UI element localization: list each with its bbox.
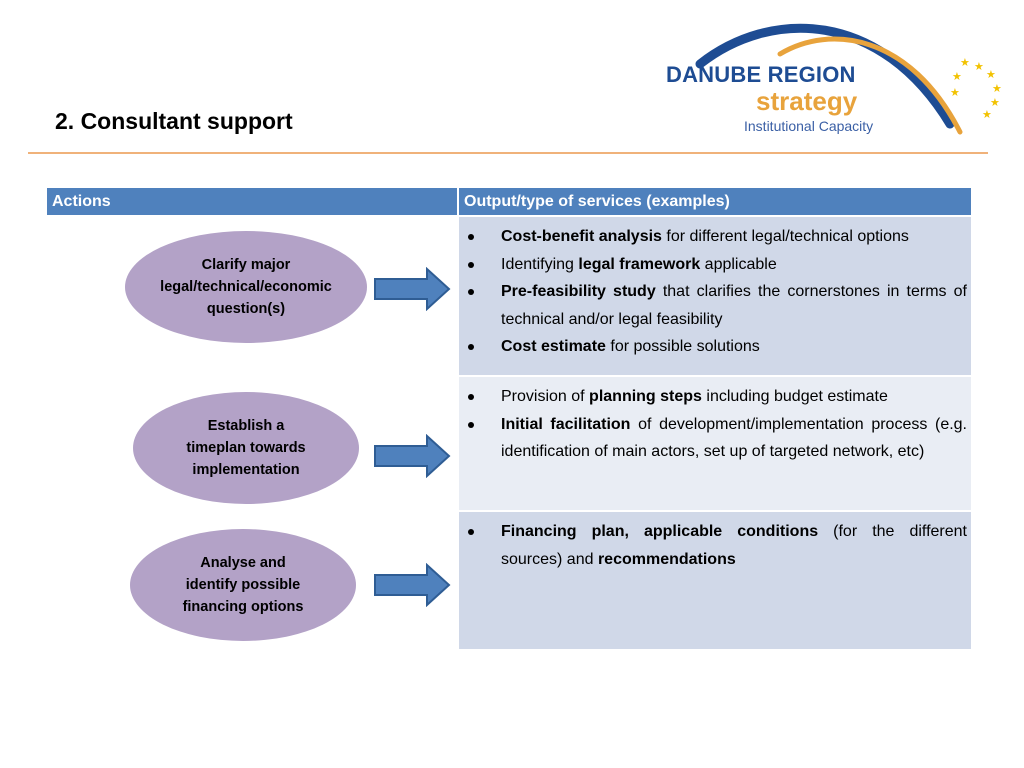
bullet-text: Provision of planning steps including bu… (501, 383, 967, 411)
bullet-text-bold: recommendations (597, 550, 736, 568)
title-divider (28, 152, 988, 154)
bullet-text-bold: Initial facilitation (501, 415, 631, 433)
bullet-text-bold: Cost-benefit analysis (501, 228, 662, 245)
svg-text:★: ★ (990, 96, 1000, 109)
bullet-text: Initial facilitation of development/impl… (501, 411, 967, 466)
header-output: Output/type of services (examples) (459, 188, 971, 215)
bullet-text: Cost estimate for possible solutions (501, 333, 967, 361)
header-actions: Actions (47, 188, 457, 215)
svg-text:★: ★ (974, 60, 984, 73)
bullet-dot-icon (463, 411, 501, 438)
svg-text:★: ★ (960, 56, 970, 69)
right-arrow-icon (374, 267, 451, 311)
svg-text:★: ★ (986, 68, 996, 81)
logo-text-danube-region: DANUBE REGION (666, 62, 856, 87)
slide-title: 2. Consultant support (55, 108, 293, 134)
bullet-text-segment: Provision of (501, 388, 590, 405)
output-cell-2: Provision of planning steps including bu… (459, 377, 971, 510)
action-label-3: Analyse and identify possible financing … (182, 555, 304, 615)
output-cell-3: Financing plan, applicable conditions (f… (459, 512, 971, 649)
bullet-text: Financing plan, applicable conditions (f… (501, 518, 967, 573)
bullet-text-bold: Pre-feasibility study (501, 283, 656, 300)
logo-arc-graphic: ★ ★ ★ ★ ★ ★ ★ ★ (695, 23, 1002, 135)
bullet-item: Pre-feasibility study that clarifies the… (463, 278, 967, 333)
right-arrow-icon (374, 563, 451, 607)
logo-text-institutional-capacity: Institutional Capacity (744, 118, 874, 134)
action-ellipse-2: Establish a timeplan towards implementat… (133, 392, 359, 504)
bullet-dot-icon (463, 383, 501, 410)
bullet-text-segment: of development/implementation process (e… (501, 415, 968, 461)
bullet-text-segment: including budget estimate (701, 388, 888, 405)
right-arrow-icon (374, 434, 451, 478)
bullet-dot-icon (463, 518, 501, 545)
svg-text:★: ★ (952, 70, 962, 83)
bullet-text-segment: Identifying (501, 255, 579, 273)
svg-text:★: ★ (950, 86, 960, 99)
bullet-dot-icon (463, 223, 501, 250)
logo-text-strategy: strategy (756, 86, 858, 116)
action-ellipse-1: Clarify major legal/technical/economic q… (125, 231, 367, 343)
bullet-dot-icon (463, 333, 501, 360)
bullet-text-bold: legal framework (578, 255, 701, 273)
bullet-dot-icon (463, 278, 501, 305)
bullet-item: Cost estimate for possible solutions (463, 333, 967, 361)
action-label-1: Clarify major legal/technical/economic q… (160, 257, 332, 317)
danube-region-logo: ★ ★ ★ ★ ★ ★ ★ ★ DANUBE REGION strategy I… (660, 14, 1010, 144)
bullet-text-segment: applicable (700, 255, 777, 273)
bullet-text: Cost-benefit analysis for different lega… (501, 223, 967, 251)
bullet-text: Identifying legal framework applicable (501, 251, 967, 279)
action-label-2: Establish a timeplan towards implementat… (186, 418, 306, 478)
svg-text:★: ★ (992, 82, 1002, 95)
bullet-text-segment: that clarifies the cornerstones in terms… (501, 283, 967, 328)
bullet-text-bold: Cost estimate (501, 338, 606, 355)
action-ellipse-3: Analyse and identify possible financing … (130, 529, 356, 641)
bullet-item: Initial facilitation of development/impl… (463, 411, 967, 466)
svg-text:★: ★ (982, 108, 992, 121)
bullet-item: Financing plan, applicable conditions (f… (463, 518, 967, 573)
output-cell-1: Cost-benefit analysis for different lega… (459, 217, 971, 375)
bullet-text-bold: Financing plan, applicable conditions (501, 523, 819, 540)
bullet-item: Identifying legal framework applicable (463, 251, 967, 279)
bullet-item: Cost-benefit analysis for different lega… (463, 223, 967, 251)
eu-stars-icon: ★ ★ ★ ★ ★ ★ ★ ★ (950, 56, 1002, 121)
bullet-text-segment: for possible solutions (605, 338, 760, 355)
bullet-item: Provision of planning steps including bu… (463, 383, 967, 411)
bullet-text: Pre-feasibility study that clarifies the… (501, 278, 967, 333)
bullet-text-segment: (for the different sources) and (501, 523, 967, 568)
bullet-text-bold: planning steps (589, 388, 702, 405)
bullet-text-segment: for different legal/technical options (661, 228, 909, 245)
bullet-dot-icon (463, 251, 501, 278)
